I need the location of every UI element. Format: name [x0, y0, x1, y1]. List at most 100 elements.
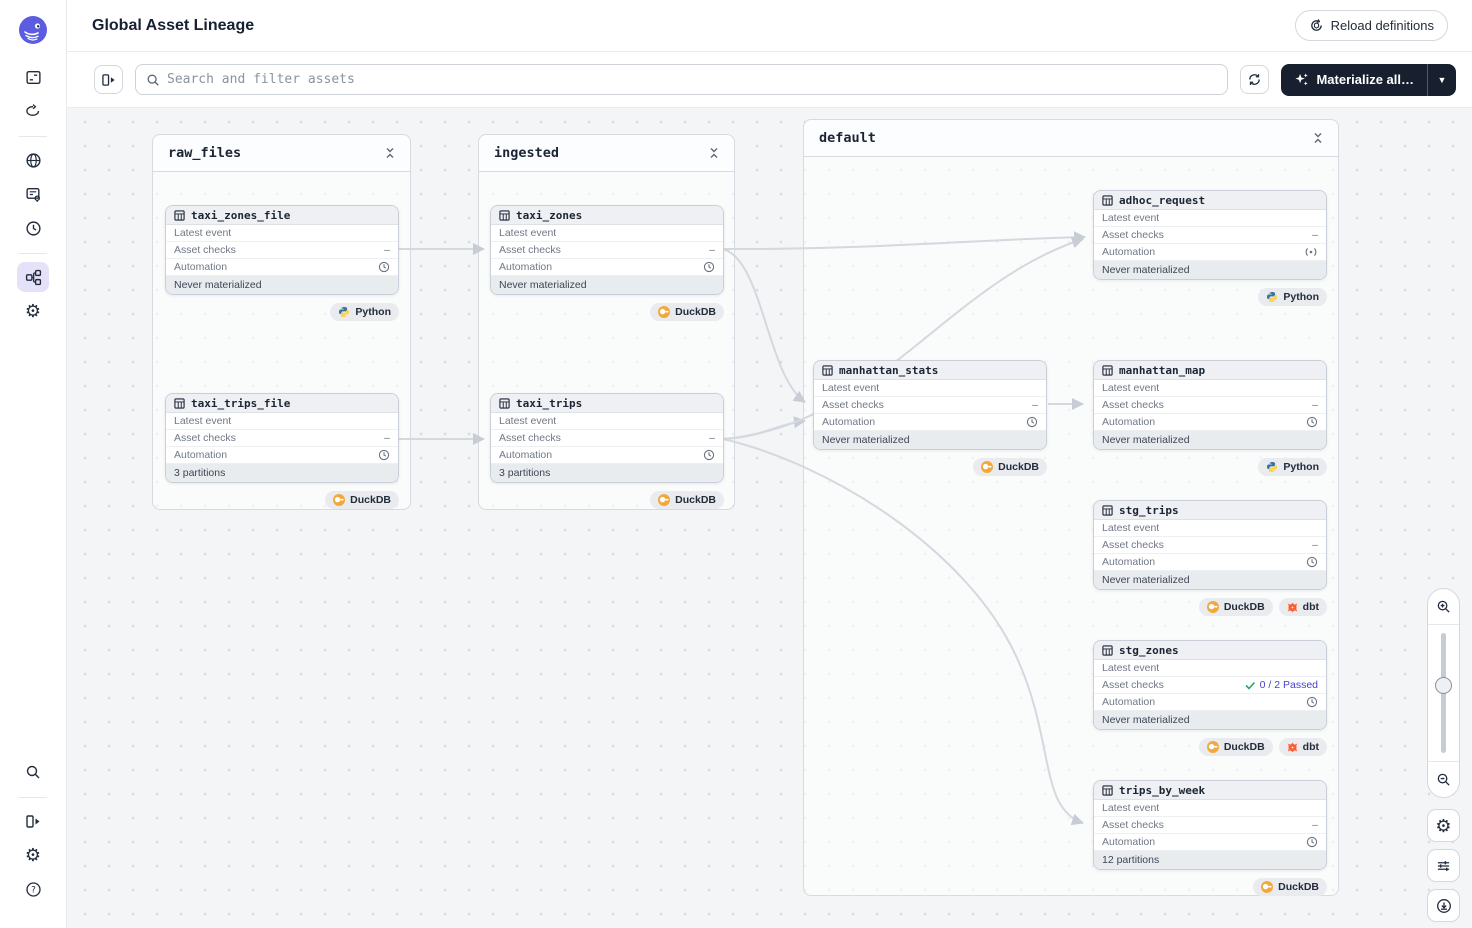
- overview-icon: [25, 70, 41, 84]
- nav-overview-button[interactable]: [17, 62, 49, 92]
- kind-badge-duckdb[interactable]: DuckDB: [973, 458, 1047, 476]
- kind-badge-duckdb[interactable]: DuckDB: [650, 491, 724, 509]
- kind-badge-duckdb[interactable]: DuckDB: [325, 491, 399, 509]
- asset-node-stg_trips[interactable]: stg_trips Latest event Asset checks– Aut…: [1093, 500, 1327, 590]
- asset-node-manhattan_stats[interactable]: manhattan_stats Latest event Asset check…: [813, 360, 1047, 450]
- asset-name: taxi_zones: [516, 208, 583, 222]
- asset-node-manhattan_map[interactable]: manhattan_map Latest event Asset checks–…: [1093, 360, 1327, 450]
- collapse-group-icon[interactable]: [385, 147, 395, 159]
- asset-node-stg_zones[interactable]: stg_zones Latest event Asset checks 0 / …: [1093, 640, 1327, 730]
- zoom-control: [1427, 588, 1460, 798]
- asset-checks-status[interactable]: 0 / 2 Passed: [1245, 679, 1318, 691]
- table-icon: [1102, 784, 1113, 796]
- kind-badge-dbt[interactable]: dbt: [1278, 738, 1327, 756]
- download-graph-button[interactable]: [1427, 889, 1460, 922]
- asset-checks-value: –: [1312, 819, 1318, 831]
- refresh-button[interactable]: [1240, 65, 1270, 94]
- zoom-slider-thumb[interactable]: [1435, 676, 1452, 694]
- clock-icon: [1026, 416, 1038, 428]
- sidebar-divider: [19, 253, 47, 254]
- asset-node-wrap: adhoc_request Latest event Asset checks–…: [1093, 190, 1327, 306]
- search-icon: [147, 74, 159, 86]
- nav-runs-button[interactable]: [17, 96, 49, 126]
- nav-search-button[interactable]: [17, 757, 49, 787]
- nav-jobs-button[interactable]: [17, 179, 49, 209]
- duckdb-icon: [981, 461, 994, 473]
- group-name: raw_files: [168, 145, 242, 161]
- asset-checks-label: Asset checks: [499, 432, 561, 444]
- materialize-options-caret[interactable]: ▼: [1427, 63, 1456, 96]
- reload-icon: [1310, 19, 1322, 31]
- nav-settings-button[interactable]: ⚙: [17, 296, 49, 326]
- asset-node-taxi_zones[interactable]: taxi_zones Latest event Asset checks– Au…: [490, 205, 724, 295]
- zoom-out-button[interactable]: [1428, 761, 1459, 797]
- asset-group-header[interactable]: default: [804, 120, 1338, 157]
- clock-icon: [378, 449, 390, 461]
- runs-icon: [26, 104, 40, 116]
- download-icon: [1436, 898, 1451, 913]
- table-icon: [1102, 364, 1113, 376]
- collapse-group-icon[interactable]: [1313, 132, 1323, 144]
- kind-badge-python[interactable]: Python: [1258, 458, 1327, 476]
- asset-checks-value: –: [709, 432, 715, 444]
- graph-settings-button[interactable]: ⚙: [1427, 809, 1460, 842]
- check-icon: [1245, 681, 1255, 690]
- asset-checks-value: –: [1312, 399, 1318, 411]
- kind-badge-duckdb[interactable]: DuckDB: [1198, 598, 1273, 616]
- reload-definitions-button[interactable]: Reload definitions: [1294, 10, 1448, 41]
- kind-badge-python[interactable]: Python: [330, 303, 399, 321]
- clock-icon: [1306, 696, 1318, 708]
- asset-node-taxi_trips[interactable]: taxi_trips Latest event Asset checks– Au…: [490, 393, 724, 483]
- asset-group-header[interactable]: raw_files: [153, 135, 410, 172]
- asset-node-wrap: stg_zones Latest event Asset checks 0 / …: [1093, 640, 1327, 756]
- asset-node-wrap: taxi_trips_file Latest event Asset check…: [165, 393, 399, 509]
- asset-node-adhoc_request[interactable]: adhoc_request Latest event Asset checks–…: [1093, 190, 1327, 280]
- zoom-slider[interactable]: [1428, 625, 1459, 761]
- search-input[interactable]: [167, 72, 1218, 87]
- asset-name: trips_by_week: [1119, 783, 1206, 797]
- asset-group-header[interactable]: ingested: [479, 135, 734, 172]
- sidebar-bottom-cluster: ⚙ ?: [17, 757, 49, 928]
- zoom-in-icon: [1437, 600, 1450, 613]
- asset-checks-label: Asset checks: [822, 399, 884, 411]
- collapse-group-icon[interactable]: [709, 147, 719, 159]
- materialization-status: Never materialized: [1094, 261, 1326, 279]
- nav-deployment-button[interactable]: [17, 145, 49, 175]
- python-icon: [1267, 292, 1278, 302]
- asset-name: adhoc_request: [1119, 193, 1206, 207]
- asset-checks-value: –: [709, 244, 715, 256]
- panel-expand-icon: [25, 814, 39, 828]
- asset-name: taxi_zones_file: [191, 208, 291, 222]
- kind-badge-duckdb[interactable]: DuckDB: [1198, 738, 1273, 756]
- asset-node-taxi_zones_file[interactable]: taxi_zones_file Latest event Asset check…: [165, 205, 399, 295]
- asset-name: stg_zones: [1119, 643, 1179, 657]
- materialize-all-button[interactable]: Materialize all…: [1281, 64, 1427, 96]
- asset-name: taxi_trips_file: [191, 396, 291, 410]
- kind-badge-duckdb[interactable]: DuckDB: [1253, 878, 1327, 896]
- panel-expand-icon: [101, 73, 115, 86]
- nav-user-settings-button[interactable]: ⚙: [17, 840, 49, 870]
- page-header: Global Asset Lineage Reload definitions: [67, 0, 1472, 52]
- asset-checks-label: Asset checks: [174, 432, 236, 444]
- automation-label: Automation: [174, 261, 228, 273]
- nav-expand-panel-button[interactable]: [17, 806, 49, 836]
- nav-help-button[interactable]: ?: [17, 874, 49, 904]
- asset-node-trips_by_week[interactable]: trips_by_week Latest event Asset checks–…: [1093, 780, 1327, 870]
- dagster-logo[interactable]: [17, 14, 49, 46]
- zoom-in-button[interactable]: [1428, 589, 1459, 625]
- nav-schedules-button[interactable]: [17, 213, 49, 243]
- kind-badge-dbt[interactable]: dbt: [1278, 598, 1327, 616]
- nav-asset-lineage-button[interactable]: [17, 262, 49, 292]
- graph-filters-button[interactable]: [1427, 849, 1460, 882]
- asset-checks-label: Asset checks: [1102, 679, 1164, 691]
- dbt-icon: [1287, 602, 1297, 612]
- kind-badge-duckdb[interactable]: DuckDB: [650, 303, 724, 321]
- materialization-status: Never materialized: [166, 276, 398, 294]
- filter-sliders-icon: [1437, 860, 1450, 871]
- asset-node-taxi_trips_file[interactable]: taxi_trips_file Latest event Asset check…: [165, 393, 399, 483]
- table-icon: [1102, 194, 1113, 206]
- lineage-canvas[interactable]: raw_files ingested default: [67, 108, 1472, 928]
- kind-badge-python[interactable]: Python: [1258, 288, 1327, 306]
- sensor-icon: [1305, 248, 1317, 256]
- toggle-sidebar-panel-button[interactable]: [94, 65, 123, 94]
